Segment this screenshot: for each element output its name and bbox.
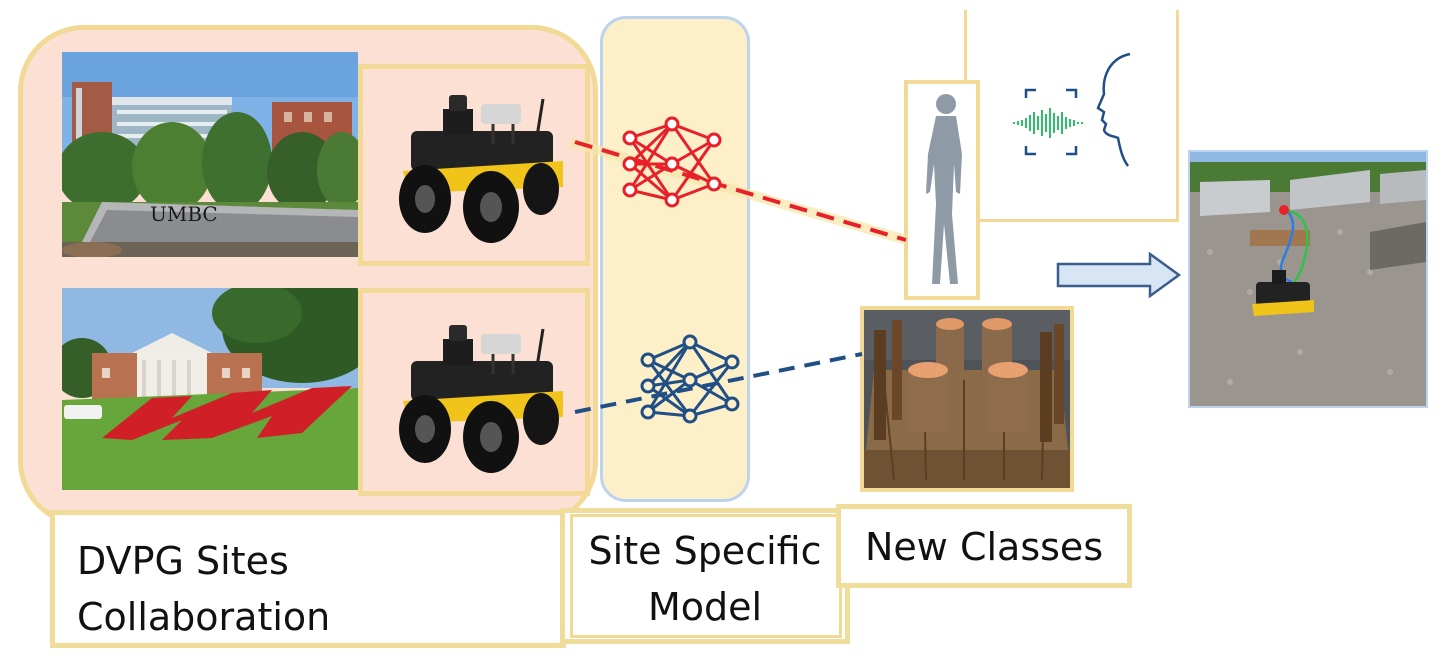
model-label-box: Site Specific Model — [560, 508, 850, 644]
bottom-site-photo — [62, 288, 358, 490]
right-arrow-icon — [1056, 251, 1182, 299]
divider-line-bottom — [980, 219, 1179, 222]
sites-label-line1: DVPG Sites — [77, 539, 289, 583]
person-silhouette-icon — [926, 94, 962, 284]
top-site-photo: UMBC — [62, 52, 358, 257]
robot-icon — [399, 95, 563, 243]
robot-icon — [399, 325, 563, 473]
sites-label-box: DVPG Sites Collaboration — [50, 510, 566, 648]
sites-label-line2: Collaboration — [77, 595, 331, 639]
classes-label: New Classes — [865, 525, 1104, 569]
person-class-panel — [904, 80, 980, 300]
divider-line-right — [1176, 10, 1179, 222]
top-robot-panel — [358, 64, 590, 266]
logs-obstacle-photo — [860, 306, 1074, 492]
divider-line-left — [964, 10, 967, 90]
model-container — [600, 16, 750, 502]
umbc-sign-text: UMBC — [150, 202, 218, 226]
classes-label-box: New Classes — [836, 504, 1132, 588]
navigation-result-photo — [1188, 150, 1428, 408]
bottom-robot-panel — [358, 288, 590, 496]
voice-recognition-icon — [1010, 50, 1150, 170]
model-label-line1: Site Specific — [588, 529, 822, 573]
model-label-line2: Model — [647, 585, 763, 629]
